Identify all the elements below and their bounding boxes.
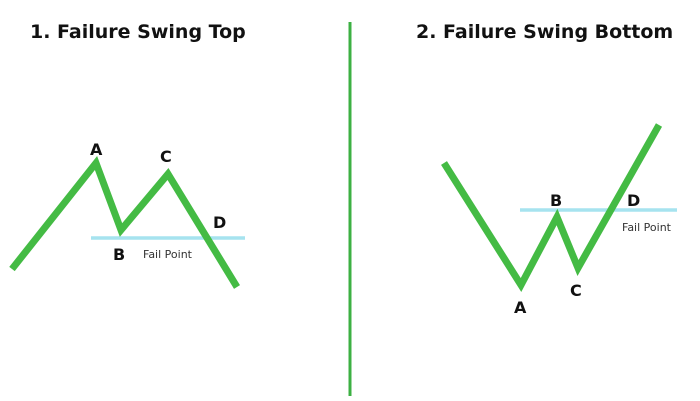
panel2-point-c: C [570,281,582,300]
panel1-point-c: C [160,147,172,166]
panel1-point-a: A [90,140,103,159]
panel1-point-d: D [213,213,226,232]
panel2-title: 2. Failure Swing Bottom [416,21,673,43]
panel2-fail-point-label: Fail Point [622,221,672,234]
panel1-fail-point-label: Fail Point [143,248,193,261]
panel2-zigzag-line [441,123,663,292]
panel2-point-a: A [514,298,527,317]
panel2-point-b: B [550,191,562,210]
panel-failure-swing-bottom: 2. Failure Swing Bottom A B C D Fail Poi… [416,21,677,317]
panel1-title: 1. Failure Swing Top [30,21,246,43]
panel1-zigzag-line [9,155,240,289]
panel1-point-b: B [113,245,125,264]
panel-failure-swing-top: 1. Failure Swing Top A B C D Fail Point [9,21,246,289]
panel2-point-d: D [627,191,640,210]
